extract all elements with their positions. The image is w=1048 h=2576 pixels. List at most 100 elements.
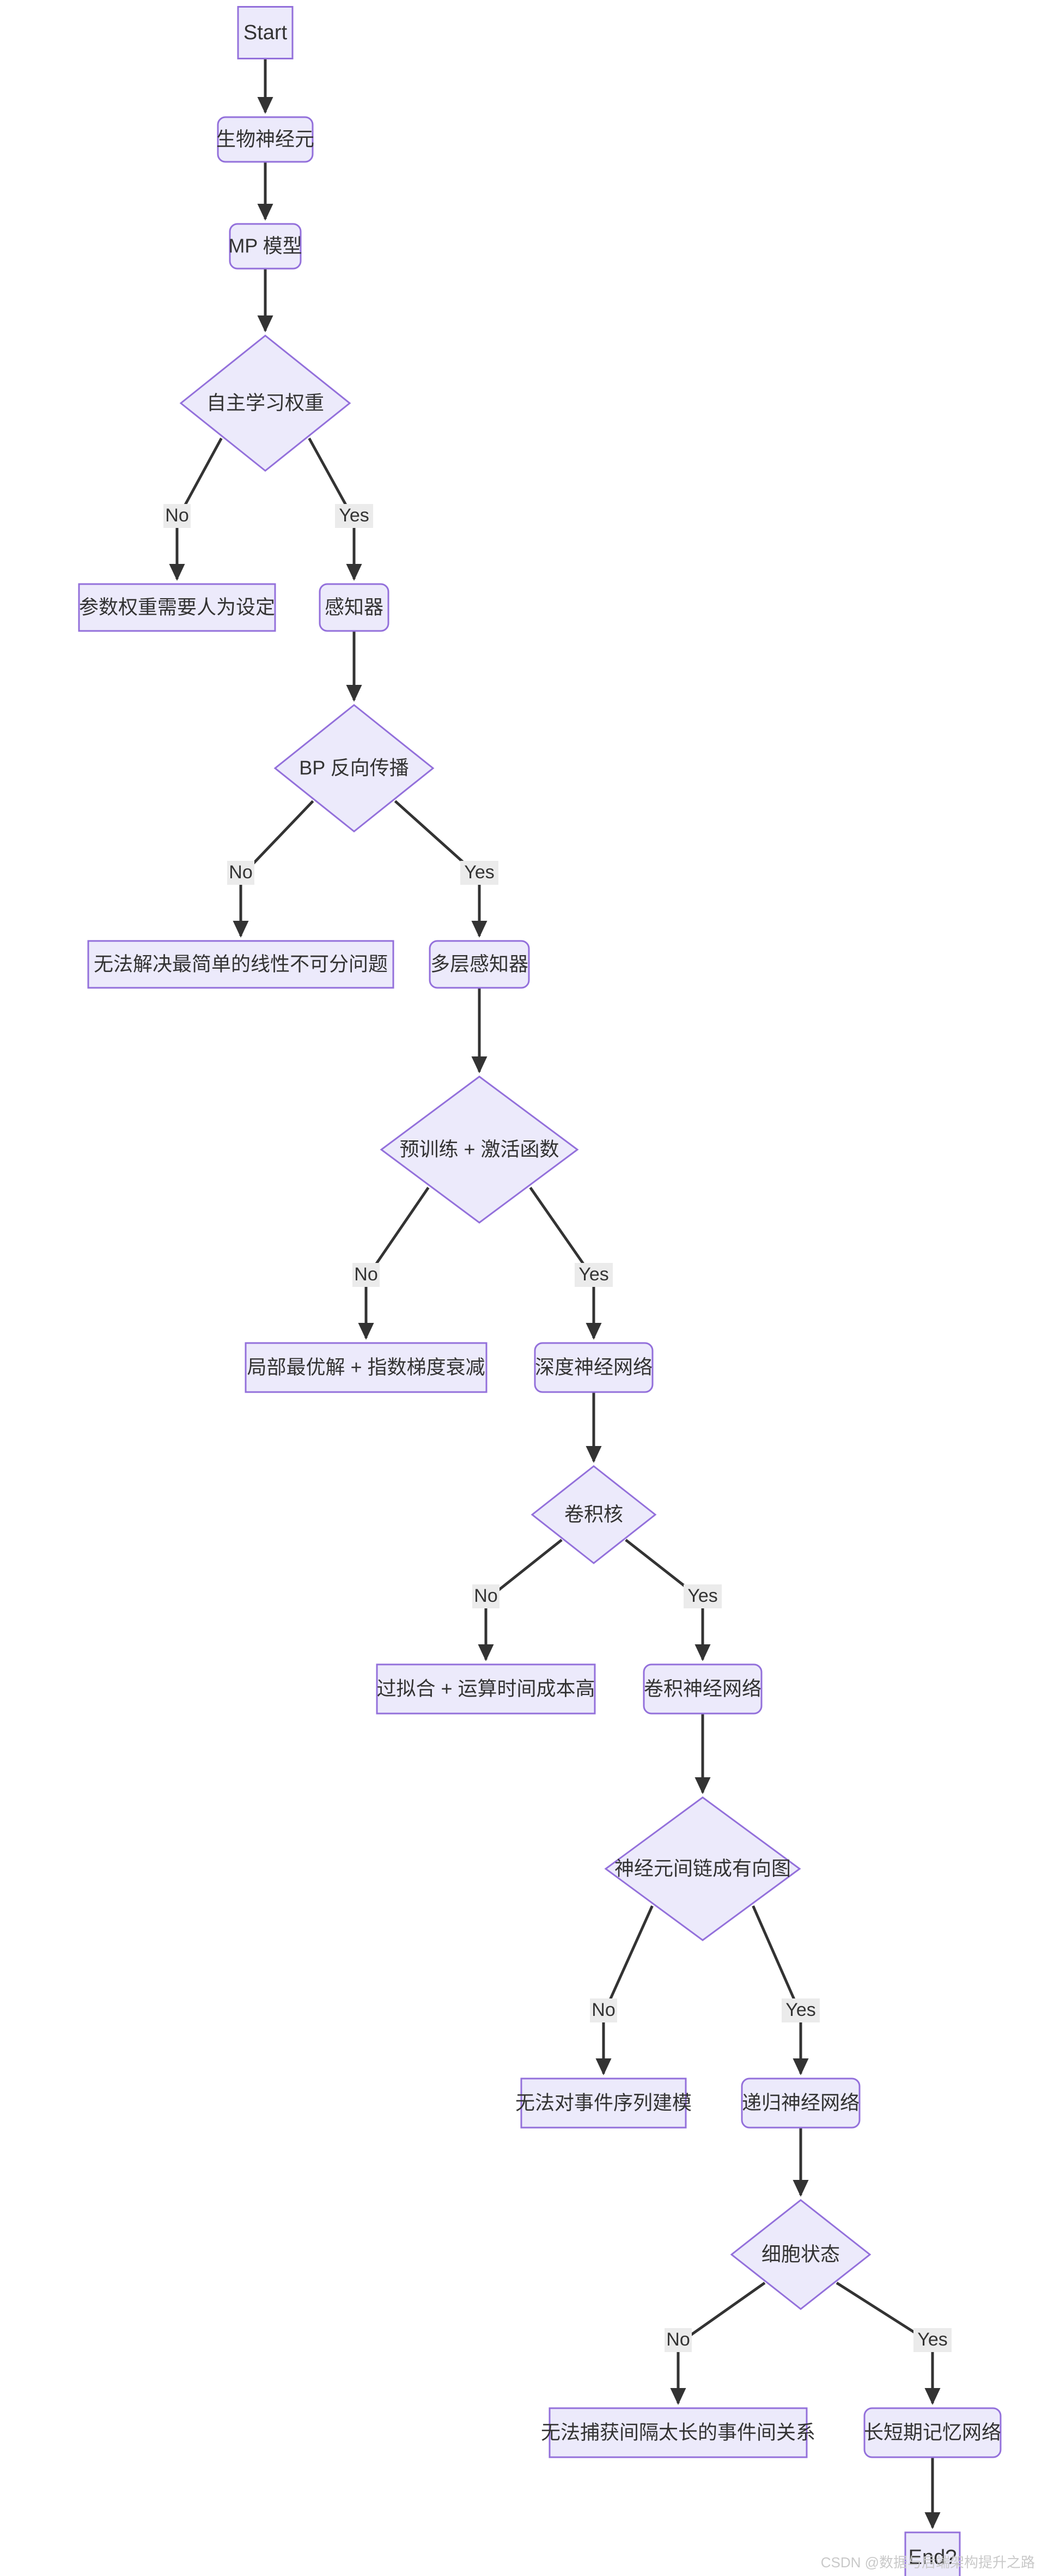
node-d6[interactable]: 细胞状态: [730, 2199, 872, 2310]
node-label: 神经元间链成有向图: [614, 1857, 791, 1880]
node-shape-diamond[interactable]: [730, 2199, 872, 2310]
node-bio[interactable]: 生物神经元: [216, 116, 314, 163]
node-shape-rect[interactable]: [245, 1342, 488, 1393]
edge-d5-to-d5no: [595, 1905, 654, 2076]
node-dnn[interactable]: 深度神经网络: [534, 1342, 654, 1393]
node-label: 卷积神经网络: [644, 1678, 761, 1700]
edge-line: [595, 1905, 654, 2076]
edge-d3-to-d3no: [358, 1187, 430, 1340]
edge-label-text: Yes: [917, 2329, 947, 2350]
edge-label-text: Yes: [464, 862, 494, 883]
edge-label-no: No: [163, 504, 191, 528]
node-shape-diamond[interactable]: [604, 1796, 801, 1941]
edge-label-text: Yes: [785, 2000, 815, 2020]
edge-d5-to-rnn: [752, 1905, 809, 2076]
node-label: 无法对事件序列建模: [515, 2092, 692, 2114]
node-shape-stadium[interactable]: [534, 1342, 654, 1393]
node-label: BP 反向传播: [299, 757, 409, 779]
node-d4no[interactable]: 过拟合 + 运算时间成本高: [376, 1663, 596, 1715]
node-mlp[interactable]: 多层感知器: [429, 940, 530, 989]
node-d3[interactable]: 预训练 + 激活函数: [380, 1076, 579, 1224]
edge-label-background: [913, 2328, 952, 2352]
node-start[interactable]: Start: [237, 6, 294, 59]
edge-label-no: No: [227, 861, 254, 885]
node-shape-diamond[interactable]: [380, 1076, 579, 1224]
edge-label-yes: Yes: [782, 1998, 820, 2022]
edge-label-yes: Yes: [684, 1584, 722, 1608]
node-shape-diamond[interactable]: [179, 335, 351, 472]
node-shape-stadium[interactable]: [863, 2407, 1002, 2458]
node-d1[interactable]: 自主学习权重: [179, 335, 351, 472]
edge-label-text: No: [474, 1585, 497, 1606]
node-lstm[interactable]: 长短期记忆网络: [863, 2407, 1002, 2458]
node-shape-rect[interactable]: [520, 2077, 687, 2129]
node-shape-stadium[interactable]: [643, 1663, 763, 1715]
edge-label-no: No: [590, 1998, 617, 2022]
edge-label-text: No: [592, 2000, 615, 2020]
node-d5[interactable]: 神经元间链成有向图: [604, 1796, 801, 1941]
node-d2no[interactable]: 无法解决最简单的线性不可分问题: [87, 940, 394, 989]
node-shape-rect[interactable]: [78, 583, 276, 632]
edge-label-background: [163, 504, 191, 528]
edge-label-background: [684, 1584, 722, 1608]
edge-label-background: [227, 861, 254, 885]
node-label: 预训练 + 激活函数: [399, 1138, 559, 1161]
edge-label-background: [590, 1998, 617, 2022]
node-label: 自主学习权重: [206, 392, 324, 414]
edge-label-background: [472, 1584, 499, 1608]
node-shape-rect[interactable]: [904, 2531, 961, 2576]
node-label: 感知器: [325, 596, 383, 618]
node-label: 参数权重需要人为设定: [79, 596, 275, 618]
edge-label-text: No: [354, 1264, 377, 1285]
node-shape-rect[interactable]: [549, 2407, 808, 2458]
edge-label-no: No: [472, 1584, 499, 1608]
node-shape-diamond[interactable]: [273, 704, 435, 833]
edge-label-background: [335, 504, 373, 528]
node-label: 过拟合 + 运算时间成本高: [376, 1678, 595, 1700]
node-shape-stadium[interactable]: [217, 116, 314, 163]
edge-label-text: Yes: [578, 1264, 608, 1285]
node-mp[interactable]: MP 模型: [228, 223, 302, 270]
node-d3no[interactable]: 局部最优解 + 指数梯度衰减: [245, 1342, 488, 1393]
node-shape-stadium[interactable]: [429, 940, 530, 989]
node-shape-stadium[interactable]: [319, 583, 389, 632]
node-percep[interactable]: 感知器: [319, 583, 389, 632]
edge-label-text: No: [229, 862, 252, 883]
node-label: 多层感知器: [430, 953, 528, 975]
edge-label-text: Yes: [687, 1585, 717, 1606]
edge-label-text: No: [165, 505, 188, 526]
node-label: 生物神经元: [216, 128, 314, 150]
node-end[interactable]: End?: [904, 2531, 961, 2576]
node-label: MP 模型: [228, 235, 302, 257]
node-label: 无法解决最简单的线性不可分问题: [94, 953, 388, 975]
edge-label-text: Yes: [339, 505, 369, 526]
node-shape-rect[interactable]: [376, 1663, 596, 1715]
edge-line: [752, 1905, 809, 2076]
node-shape-rect[interactable]: [237, 6, 294, 59]
node-label: 递归神经网络: [742, 2092, 860, 2114]
node-d4[interactable]: 卷积核: [531, 1465, 657, 1564]
edge-label-yes: Yes: [913, 2328, 952, 2352]
node-cnn[interactable]: 卷积神经网络: [643, 1663, 763, 1715]
node-shape-diamond[interactable]: [531, 1465, 657, 1564]
node-label: 局部最优解 + 指数梯度衰减: [247, 1356, 485, 1378]
node-d2[interactable]: BP 反向传播: [273, 704, 435, 833]
node-shape-stadium[interactable]: [741, 2077, 861, 2129]
edge-label-no: No: [352, 1263, 380, 1287]
node-shape-stadium[interactable]: [229, 223, 302, 270]
node-d5no[interactable]: 无法对事件序列建模: [515, 2077, 692, 2129]
node-rnn[interactable]: 递归神经网络: [741, 2077, 861, 2129]
edge-label-no: No: [665, 2328, 692, 2352]
edge-label-background: [575, 1263, 613, 1287]
edge-label-background: [460, 861, 498, 885]
node-d1no[interactable]: 参数权重需要人为设定: [78, 583, 276, 632]
node-label: 深度神经网络: [535, 1356, 653, 1378]
node-d6no[interactable]: 无法捕获间隔太长的事件间关系: [541, 2407, 815, 2458]
node-label: 长短期记忆网络: [864, 2421, 1001, 2444]
node-label: 细胞状态: [761, 2243, 840, 2265]
node-shape-rect[interactable]: [87, 940, 394, 989]
